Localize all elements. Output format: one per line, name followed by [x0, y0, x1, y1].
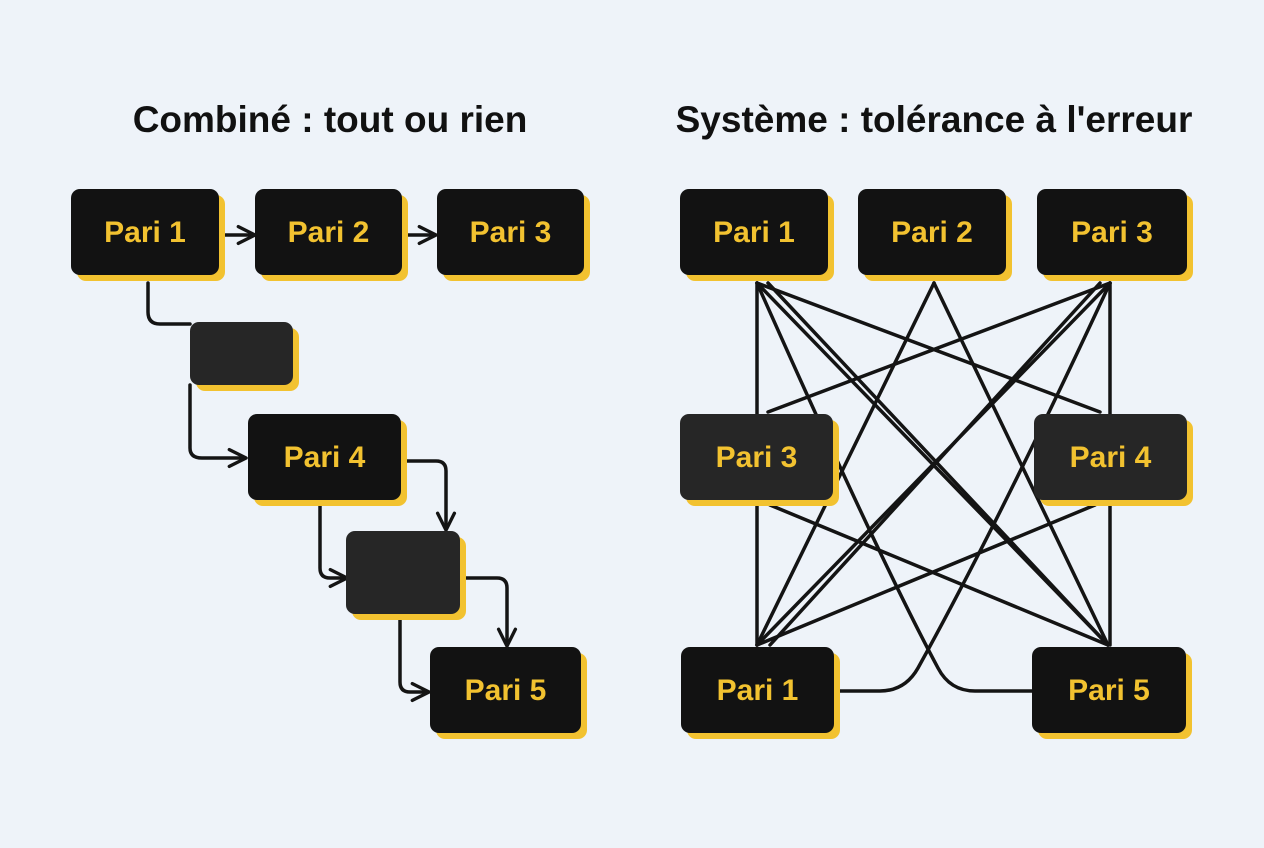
- node-lx1: [190, 322, 299, 391]
- node-l4: Pari 4: [248, 414, 407, 506]
- node-box: [71, 189, 219, 275]
- node-l5: Pari 5: [430, 647, 587, 739]
- link-r6-out: [833, 281, 1112, 693]
- node-label: Pari 5: [1068, 674, 1150, 707]
- node-box: [346, 531, 460, 614]
- node-l1: Pari 1: [71, 189, 225, 281]
- arrow-lx2-down: [398, 613, 431, 703]
- node-label: Pari 2: [288, 216, 370, 249]
- node-label: Pari 4: [284, 441, 366, 474]
- node-r7: Pari 5: [1032, 647, 1192, 739]
- node-r2: Pari 2: [858, 189, 1012, 281]
- node-box: [255, 189, 402, 275]
- link-r1r-r7: [766, 281, 1110, 647]
- node-label: Pari 4: [1070, 441, 1152, 474]
- link-r2-r6: [755, 281, 936, 647]
- node-box: [681, 647, 834, 733]
- node-label: Pari 3: [716, 441, 798, 474]
- node-label: Pari 3: [470, 216, 552, 249]
- node-box: [248, 414, 401, 500]
- node-boxes: Pari 1 Pari 2 Pari 3 Pari 4 Pari 5 Pari 1 Pari…: [71, 189, 1193, 739]
- node-box: [680, 414, 833, 500]
- node-r1: Pari 1: [680, 189, 834, 281]
- right-panel-title: Système : tolérance à l'erreur: [676, 99, 1193, 140]
- node-box: [430, 647, 581, 733]
- node-box: [680, 189, 828, 275]
- right-network-lines: [755, 281, 1112, 693]
- link-r5-r6: [755, 503, 1097, 647]
- link-r1-r5: [755, 281, 1102, 414]
- node-box: [1032, 647, 1186, 733]
- node-label: Pari 1: [713, 216, 795, 249]
- node-r5: Pari 4: [1034, 414, 1193, 506]
- node-box: [437, 189, 584, 275]
- node-lx2: [346, 531, 466, 620]
- node-box: [1037, 189, 1187, 275]
- node-r4: Pari 3: [680, 414, 839, 506]
- node-label: Pari 5: [465, 674, 547, 707]
- node-box: [190, 322, 293, 385]
- node-label: Pari 2: [891, 216, 973, 249]
- line-l1-down: [146, 281, 192, 326]
- arrow-l4-down: [318, 501, 349, 589]
- node-l3: Pari 3: [437, 189, 590, 281]
- arrow-lx2-l5: [459, 576, 518, 648]
- arrow-l4-lx2: [402, 459, 457, 532]
- link-r7-out: [755, 281, 1035, 693]
- node-box: [858, 189, 1006, 275]
- left-flow-lines: [146, 224, 518, 703]
- left-panel-title: Combiné : tout ou rien: [133, 99, 528, 140]
- node-box: [1034, 414, 1187, 500]
- link-r4-r7: [768, 503, 1110, 647]
- node-label: Pari 1: [717, 674, 799, 707]
- link-r3-r4: [766, 281, 1112, 414]
- node-l2: Pari 2: [255, 189, 408, 281]
- node-r6: Pari 1: [681, 647, 840, 739]
- link-r2-r7: [932, 281, 1110, 647]
- link-r3b-r6: [768, 281, 1102, 647]
- node-label: Pari 1: [104, 216, 186, 249]
- node-r3: Pari 3: [1037, 189, 1193, 281]
- arrow-lx1-l4: [188, 383, 248, 469]
- node-label: Pari 3: [1071, 216, 1153, 249]
